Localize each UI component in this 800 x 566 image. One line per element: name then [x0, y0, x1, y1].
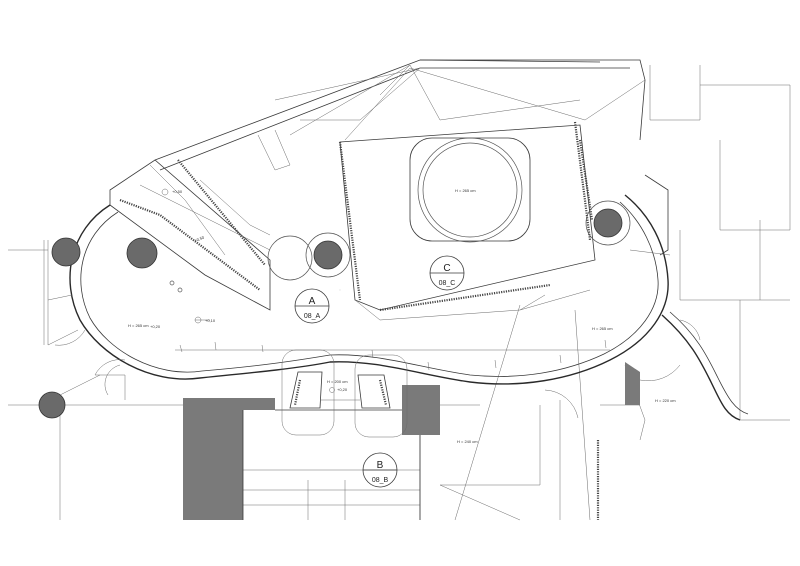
section-c-sheet: 08_C: [439, 280, 456, 287]
right-wing-height-label: H = 220 cm: [655, 398, 676, 403]
pool-building: H = 265 cm: [338, 121, 596, 321]
level-label-2: +0,20: [337, 387, 348, 392]
level-marks: +0,50 +0,20: [150, 235, 206, 329]
section-marker-b: B 08_B: [362, 452, 398, 488]
tree: [51, 237, 81, 267]
section-marker-c: C 08_C: [429, 255, 465, 291]
section-marker-a: A 08_A: [294, 288, 330, 324]
section-b-letter: B: [377, 460, 384, 471]
right-room-height-label: H = 265 cm: [592, 326, 613, 331]
pool-height-label: H = 265 cm: [455, 188, 476, 193]
section-b-sheet: 08_B: [372, 477, 389, 484]
dimension-ticks: [175, 339, 610, 371]
main-building-outline: [69, 194, 669, 385]
diagonal-wall-group: +0,50: [109, 159, 271, 311]
left-lobe: H = 265 cm +0,10: [43, 240, 216, 346]
tree: [313, 240, 343, 270]
level-label-3: +0,50: [194, 235, 206, 243]
upper-roof-wing: [154, 59, 646, 171]
section-a-sheet: 08_A: [304, 313, 321, 320]
right-wing: H = 265 cm H = 220 cm: [578, 139, 749, 520]
entrance-wedges: H = 200 cm +0,20: [281, 289, 408, 438]
tree: [593, 208, 623, 238]
site-context-lines: [8, 65, 791, 521]
left-room-height-label: H = 265 cm: [128, 323, 149, 328]
wedge-height-label: H = 200 cm: [327, 379, 348, 384]
section-c-letter: C: [443, 263, 450, 274]
level-label-5: +0,20: [150, 324, 161, 329]
tree: [126, 237, 158, 269]
door-swings: [59, 359, 126, 400]
lower-block: H = 240 cm: [183, 362, 640, 520]
lower-room-height-label: H = 240 cm: [457, 439, 478, 444]
level-label-1: +0,50: [172, 189, 183, 194]
level-label-4: +0,10: [205, 318, 216, 323]
trees: [38, 200, 631, 419]
section-a-letter: A: [309, 296, 316, 307]
tree: [38, 391, 66, 419]
